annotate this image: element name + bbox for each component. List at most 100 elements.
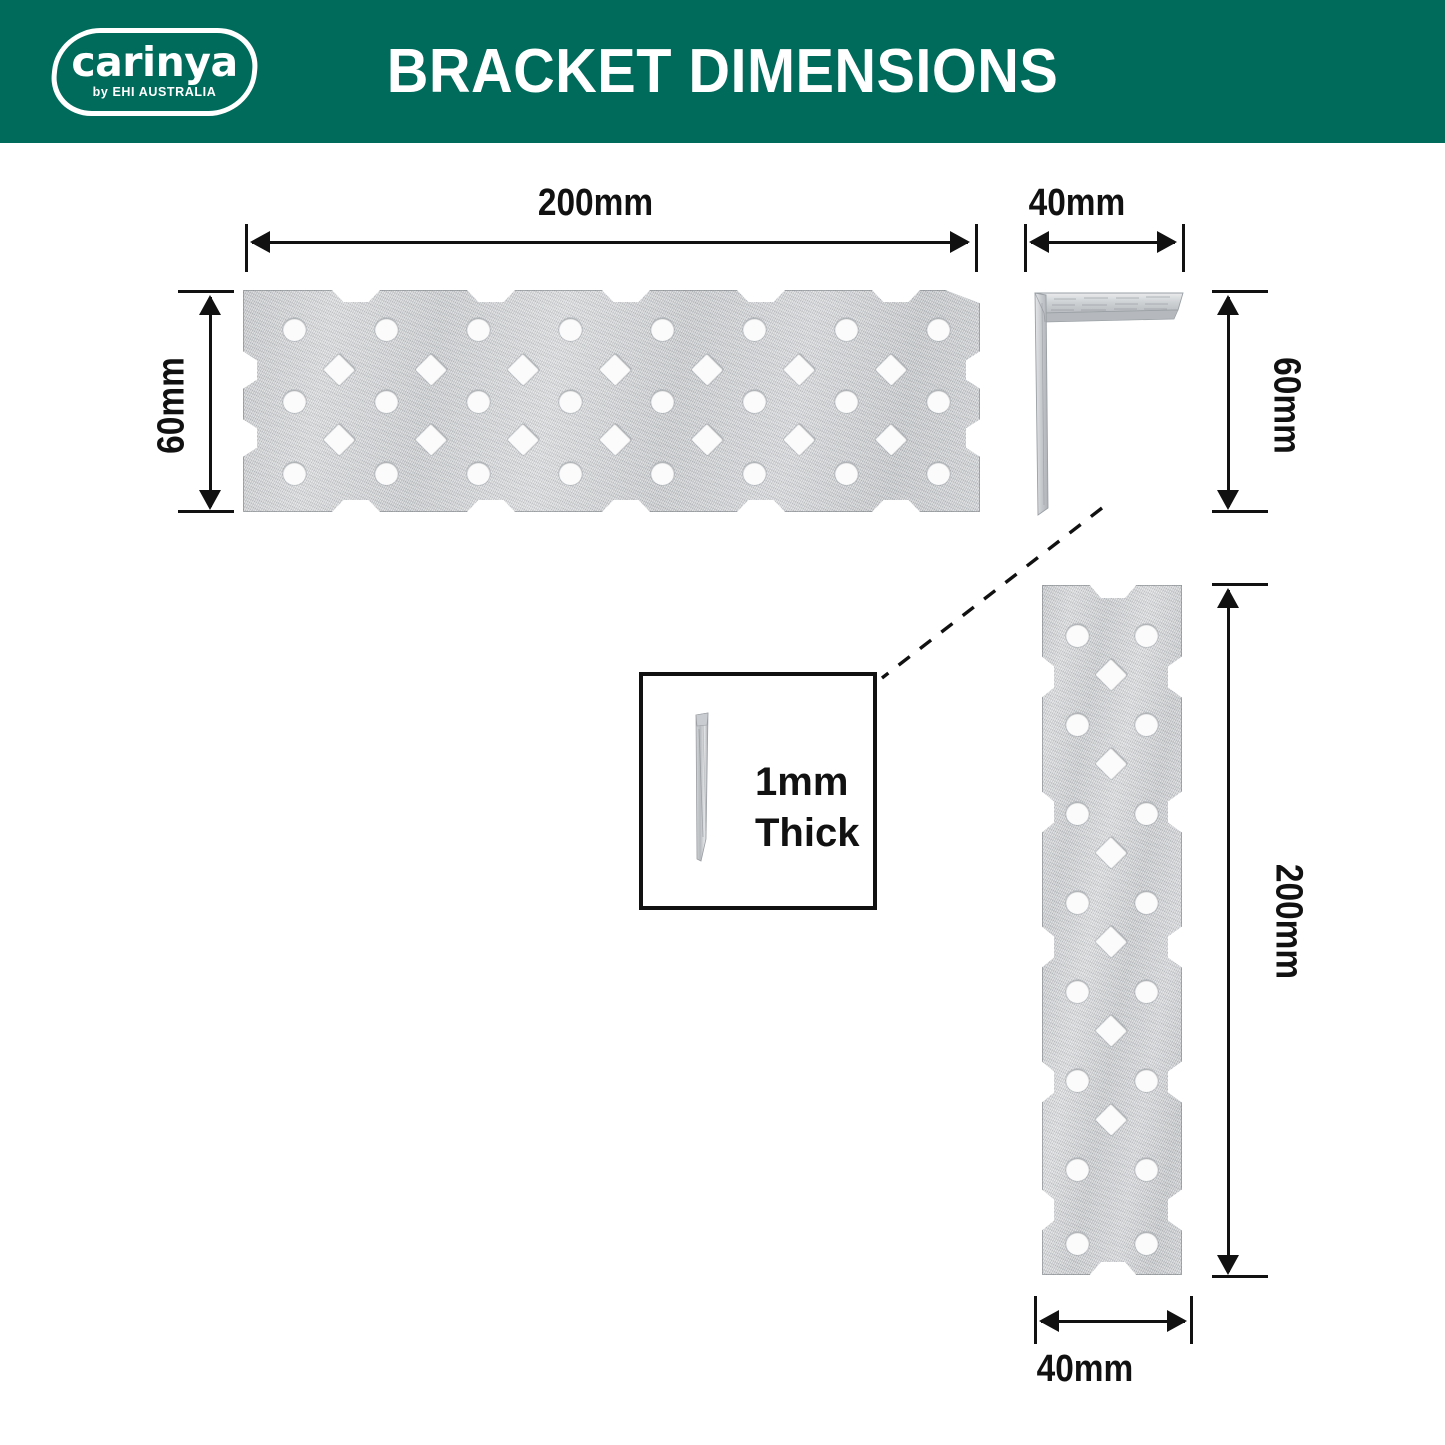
side-plate-notch-left bbox=[1040, 1188, 1054, 1232]
side-plate-notch-left bbox=[1040, 1060, 1054, 1104]
face-plate-hole-round bbox=[927, 390, 950, 413]
face-plate-hole-round bbox=[559, 462, 582, 485]
dim-60-left-tick-bottom bbox=[178, 510, 234, 513]
dim-200-tick-left bbox=[245, 224, 248, 272]
dim-200-tick-right bbox=[975, 224, 978, 272]
dim-40-bottom-line bbox=[1041, 1320, 1185, 1323]
side-plate-notch-right bbox=[1168, 1060, 1184, 1104]
face-plate-hole-round bbox=[375, 318, 398, 341]
dim-60-left-tick-top bbox=[178, 290, 234, 293]
face-plate-notch-top bbox=[870, 288, 922, 302]
face-plate-hole-round bbox=[835, 318, 858, 341]
dim-200-arrow-right-icon bbox=[950, 231, 970, 253]
dim-60-left-arrow-up-icon bbox=[199, 295, 221, 315]
side-plate-hole-round bbox=[1066, 713, 1089, 736]
l-profile-edge-view bbox=[1034, 292, 1184, 516]
side-plate-notch-right bbox=[1168, 925, 1184, 969]
face-plate-hole-round bbox=[467, 318, 490, 341]
dim-label-profile-width: 40mm bbox=[1028, 182, 1126, 224]
face-plate-notch-bottom bbox=[600, 500, 652, 514]
side-plate-hole-round bbox=[1066, 1158, 1089, 1181]
face-plate-hole-round bbox=[743, 462, 766, 485]
dim-60-left-line bbox=[209, 297, 212, 507]
face-plate-notch-top bbox=[465, 288, 517, 302]
dim-40-top-line bbox=[1031, 241, 1175, 244]
face-plate-hole-round bbox=[651, 390, 674, 413]
face-plate-hole-round bbox=[927, 318, 950, 341]
logo-inner: carinya by EHI AUSTRALIA bbox=[57, 33, 252, 111]
carinya-logo: carinya by EHI AUSTRALIA bbox=[47, 28, 262, 116]
side-plate-notch-right bbox=[1168, 1188, 1184, 1232]
dim-200-right-line bbox=[1227, 590, 1230, 1272]
face-plate-hole-round bbox=[743, 390, 766, 413]
side-plate-hole-round bbox=[1066, 624, 1089, 647]
logo-wordmark: carinya bbox=[71, 38, 238, 87]
face-plate-notch-left bbox=[241, 350, 257, 390]
face-plate-notch-bottom bbox=[330, 500, 382, 514]
face-plate-hole-round bbox=[651, 318, 674, 341]
face-plate-hole-round bbox=[651, 462, 674, 485]
face-plate-hole-round bbox=[283, 318, 306, 341]
dim-200-right-arrow-down-icon bbox=[1217, 1255, 1239, 1275]
header-bar: carinya by EHI AUSTRALIA BRACKET DIMENSI… bbox=[0, 0, 1445, 143]
side-plate-hole-round bbox=[1135, 802, 1158, 825]
dim-200-right-tick-top bbox=[1212, 583, 1268, 586]
dim-40-top-arrow-right-icon bbox=[1157, 231, 1177, 253]
thickness-value: 1mm bbox=[755, 760, 849, 804]
dim-label-profile-height: 60mm bbox=[1265, 357, 1308, 454]
side-plate-notch-bottom bbox=[1088, 1262, 1138, 1277]
face-plate-hole-round bbox=[467, 462, 490, 485]
dim-60-right-line bbox=[1227, 297, 1230, 507]
side-plate-hole-round bbox=[1135, 624, 1158, 647]
side-plate-notch-left bbox=[1040, 655, 1054, 699]
face-plate-hole-round bbox=[835, 390, 858, 413]
side-plate-hole-round bbox=[1135, 1232, 1158, 1255]
dim-40-bottom-arrow-right-icon bbox=[1167, 1310, 1187, 1332]
dim-60-right-arrow-down-icon bbox=[1217, 490, 1239, 510]
side-plate-hole-round bbox=[1135, 891, 1158, 914]
face-plate-hole-round bbox=[743, 318, 766, 341]
logo-tagline: by EHI AUSTRALIA bbox=[92, 84, 217, 99]
side-plate-hole-round bbox=[1066, 1232, 1089, 1255]
dim-40-bottom-tick-left bbox=[1034, 1296, 1037, 1344]
face-plate-200x60 bbox=[243, 290, 980, 512]
face-plate-notch-left bbox=[241, 418, 257, 458]
side-plate-hole-round bbox=[1135, 713, 1158, 736]
side-plate-hole-round bbox=[1066, 802, 1089, 825]
dim-60-right-arrow-up-icon bbox=[1217, 295, 1239, 315]
side-plate-notch-right bbox=[1168, 790, 1184, 834]
face-plate-hole-round bbox=[467, 390, 490, 413]
face-plate-hole-round bbox=[283, 462, 306, 485]
dim-label-face-height: 60mm bbox=[150, 357, 193, 454]
side-plate-notch-top bbox=[1088, 583, 1138, 598]
face-plate-hole-round bbox=[927, 462, 950, 485]
face-plate-hole-round bbox=[559, 390, 582, 413]
side-plate-hole-round bbox=[1066, 980, 1089, 1003]
side-plate-hole-round bbox=[1135, 1069, 1158, 1092]
face-plate-notch-bottom bbox=[465, 500, 517, 514]
dim-40-bottom-arrow-left-icon bbox=[1039, 1310, 1059, 1332]
plate-edge-thickness-icon bbox=[695, 712, 709, 862]
dim-40-top-tick-right bbox=[1182, 224, 1185, 272]
side-plate-hole-round bbox=[1066, 1069, 1089, 1092]
dim-label-side-length: 200mm bbox=[1267, 863, 1310, 980]
dim-200-line bbox=[252, 241, 968, 244]
face-plate-hole-round bbox=[835, 462, 858, 485]
dim-60-right-tick-bottom bbox=[1212, 510, 1268, 513]
thickness-callout-box bbox=[639, 672, 877, 910]
thickness-callout-text: 1mm Thick bbox=[755, 757, 859, 859]
side-plate-notch-left bbox=[1040, 790, 1054, 834]
dim-200-arrow-left-icon bbox=[250, 231, 270, 253]
face-plate-hole-round bbox=[283, 390, 306, 413]
dim-200-right-arrow-up-icon bbox=[1217, 588, 1239, 608]
face-plate-notch-right bbox=[966, 350, 982, 390]
dim-60-left-arrow-down-icon bbox=[199, 490, 221, 510]
face-plate-notch-top bbox=[600, 288, 652, 302]
side-plate-hole-round bbox=[1066, 891, 1089, 914]
dim-label-face-width: 200mm bbox=[537, 182, 654, 224]
dim-label-side-width: 40mm bbox=[1036, 1348, 1134, 1390]
dim-40-top-arrow-left-icon bbox=[1029, 231, 1049, 253]
face-plate-hole-round bbox=[375, 462, 398, 485]
face-plate-notch-top bbox=[735, 288, 787, 302]
